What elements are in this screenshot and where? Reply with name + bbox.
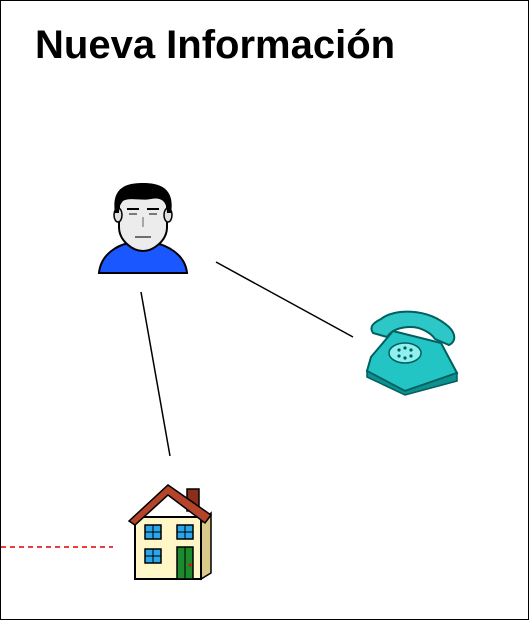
- person-icon: [97, 183, 189, 274]
- house-icon: [127, 484, 213, 581]
- slide-title: Nueva Información: [35, 23, 396, 67]
- edge-person-phone: [215, 261, 354, 338]
- telephone-icon: [365, 310, 459, 396]
- edge-person-house: [140, 291, 171, 457]
